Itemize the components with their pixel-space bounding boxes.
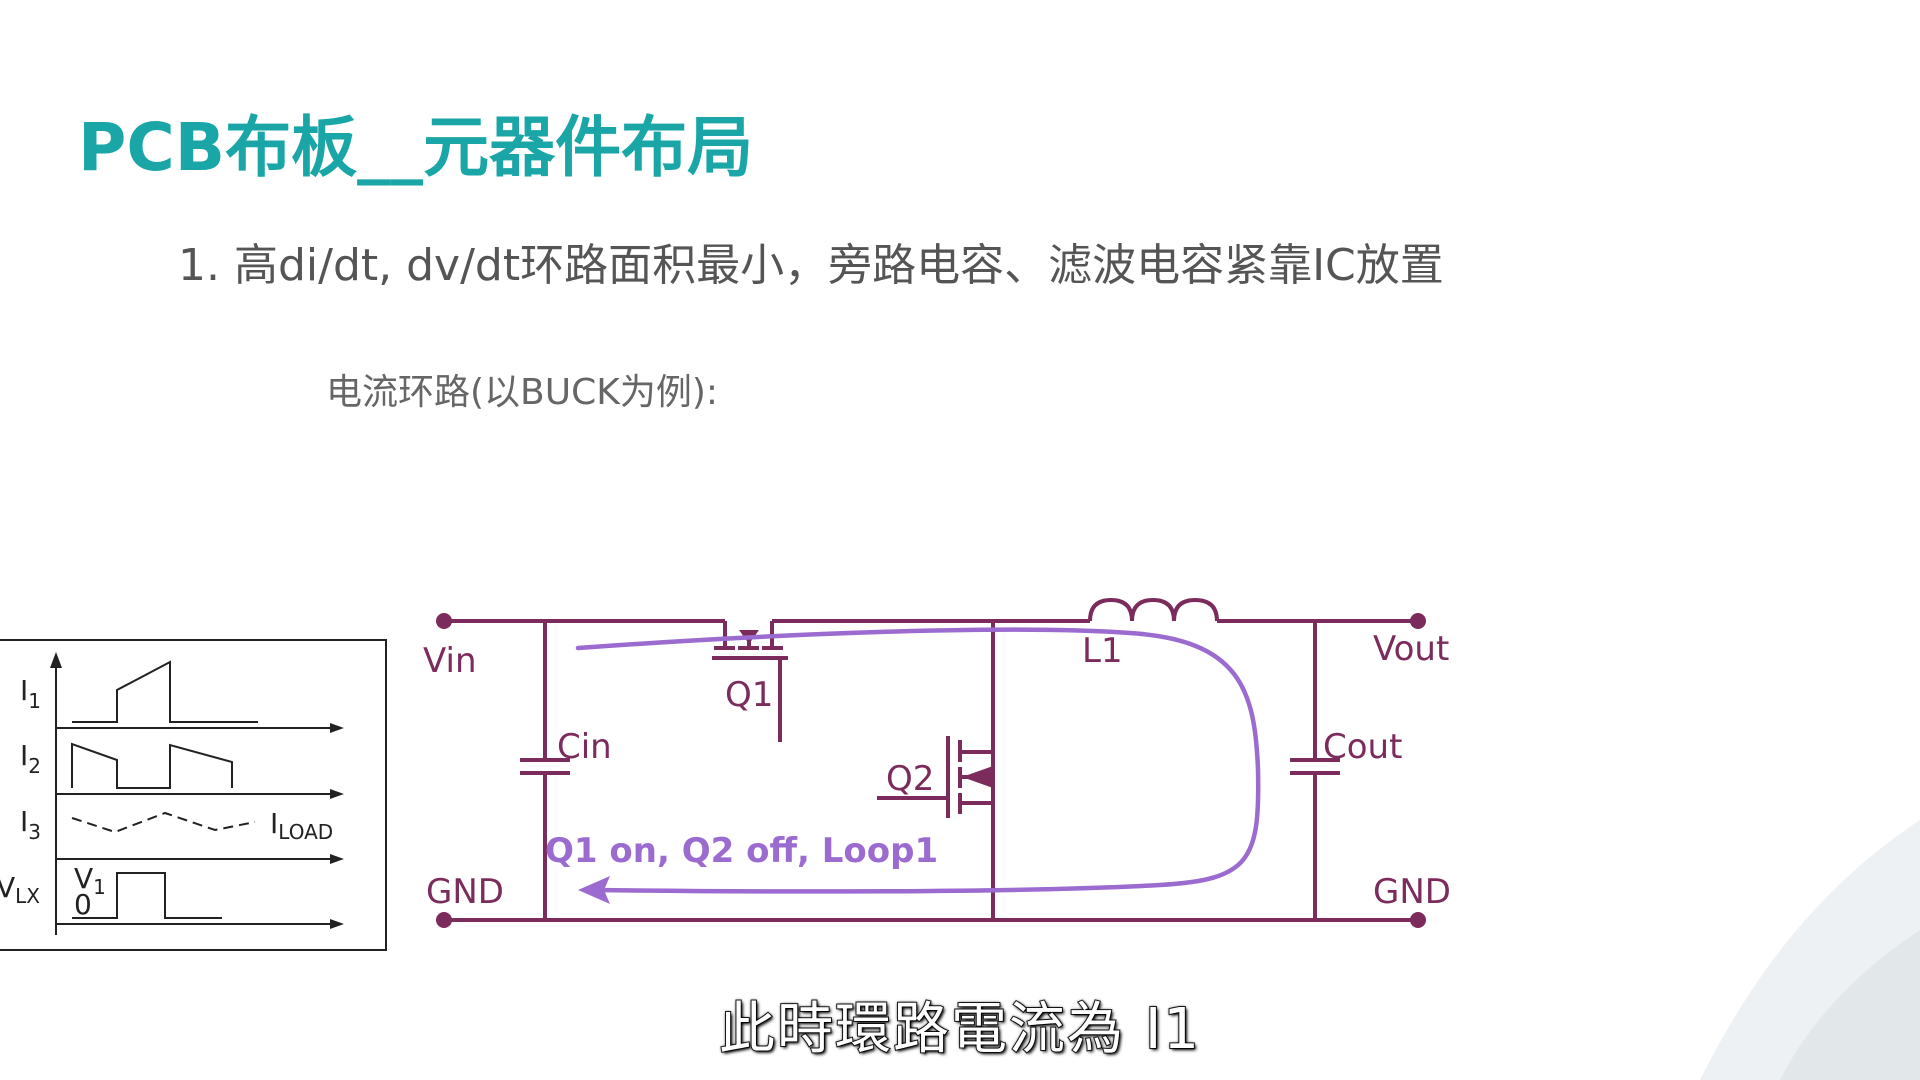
vlx-label: VLX xyxy=(0,871,40,908)
gnd-left-label: GND xyxy=(426,872,504,912)
vin-label: Vin xyxy=(423,641,477,681)
loop-label: Q1 on, Q2 off, Loop1 xyxy=(545,831,938,871)
slide-title: PCB布板__元器件布局 xyxy=(78,109,754,186)
inductor-l1 xyxy=(1088,597,1219,622)
vout-label: Vout xyxy=(1373,629,1449,669)
buck-circuit xyxy=(444,597,1418,922)
vout-terminal xyxy=(1410,613,1426,629)
i1-label: I1 xyxy=(20,674,41,713)
section-subtitle: 电流环路(以BUCK为例): xyxy=(326,372,719,413)
l1-label: L1 xyxy=(1082,631,1123,671)
q2-label: Q2 xyxy=(886,759,934,799)
gnd-left-terminal xyxy=(436,912,452,928)
i2-label: I2 xyxy=(20,739,41,778)
iload-label: ILOAD xyxy=(270,807,333,844)
gnd-right-terminal xyxy=(1410,912,1426,928)
waveform-diagram: I1 I2 I3 VLX ILOAD V1 0 xyxy=(0,639,387,951)
gnd-right-label: GND xyxy=(1373,872,1451,912)
i3-label: I3 xyxy=(20,805,41,844)
decorative-corner xyxy=(1700,820,1920,1080)
current-loop-path xyxy=(575,627,1261,904)
bullet-point: 1. 高di/dt, dv/dt环路面积最小，旁路电容、滤波电容紧靠IC放置 xyxy=(178,240,1444,291)
vin-terminal xyxy=(436,613,452,629)
v1-label: V1 xyxy=(74,862,106,899)
cin-label: Cin xyxy=(557,727,612,767)
cout-label: Cout xyxy=(1323,727,1402,767)
q1-label: Q1 xyxy=(725,675,773,715)
video-subtitle-caption: 此時環路電流為 I1 xyxy=(718,996,1201,1063)
zero-label: 0 xyxy=(74,888,92,921)
